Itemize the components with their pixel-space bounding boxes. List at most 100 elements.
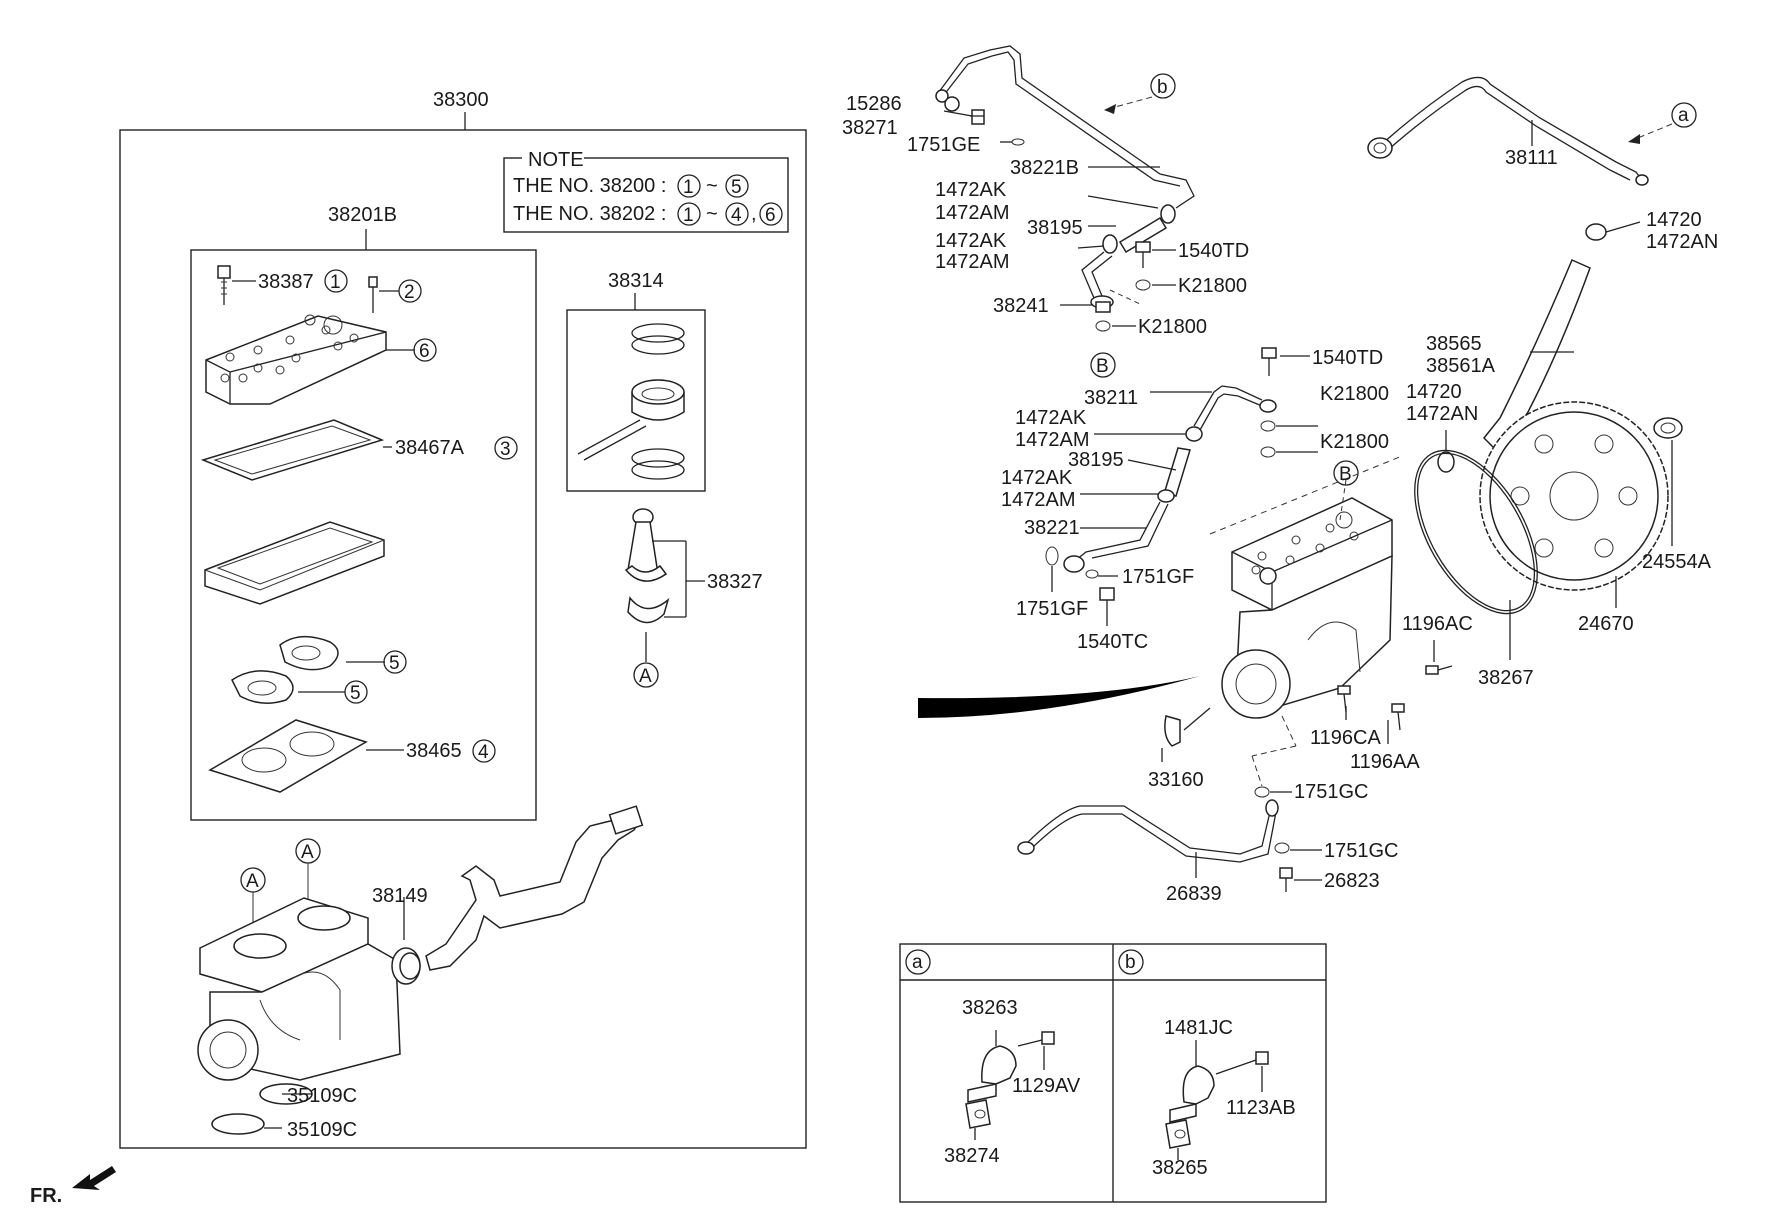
note-line1-b: 5 <box>731 177 742 198</box>
note-line2-prefix: THE NO. 38202 : <box>513 203 666 225</box>
label-38221: 38221 <box>1024 517 1080 539</box>
label-1751GE: 1751GE <box>907 134 980 156</box>
label-1472AN-2: 1472AN <box>1406 403 1478 425</box>
cap-24554A <box>1653 417 1683 546</box>
callout-6: 6 <box>419 341 430 362</box>
label-K21800-4: K21800 <box>1320 431 1389 453</box>
callout-3: 3 <box>500 439 511 460</box>
piston-kit-38314: 38314 <box>566 270 706 492</box>
label-1123AB: 1123AB <box>1226 1097 1296 1119</box>
label-1540TD-2: 1540TD <box>1312 347 1383 369</box>
note-line2-sep: ~ <box>706 203 718 225</box>
label-38565: 38565 <box>1426 333 1482 355</box>
label-1751GF-2: 1751GF <box>1016 598 1088 620</box>
note-line1-sep: ~ <box>706 175 718 197</box>
label-35109C-a: 35109C <box>287 1085 357 1107</box>
note-line2-c: 6 <box>765 205 776 226</box>
cylinder-head-kit-38201B: 38201B 38387 1 2 6 <box>190 204 537 821</box>
front-indicator: FR. <box>30 1166 116 1207</box>
gasket-38465 <box>208 719 404 793</box>
cylinder-head <box>205 314 415 405</box>
label-38327: 38327 <box>707 571 763 593</box>
label-1540TD-1: 1540TD <box>1178 240 1249 262</box>
label-38263: 38263 <box>962 997 1018 1019</box>
label-38314: 38314 <box>608 270 664 292</box>
pipe-26839 <box>1017 715 1322 892</box>
label-1751GF-1: 1751GF <box>1122 566 1194 588</box>
tube-38211 <box>1150 347 1318 458</box>
crankcase-assembly: A A <box>197 838 401 1135</box>
gasket-5-upper <box>279 636 385 671</box>
label-38211: 38211 <box>1084 387 1138 409</box>
note-line2-a: 1 <box>683 205 694 226</box>
bolt-38387 <box>217 265 256 305</box>
label-1481JC: 1481JC <box>1164 1017 1233 1039</box>
detail-panel: a b 38263 1129AV 38274 <box>899 943 1327 1203</box>
label-1196AC: 1196AC <box>1402 613 1473 635</box>
label-33160: 33160 <box>1148 769 1204 791</box>
note-box: NOTE THE NO. 38200 : 1 ~ 5 THE NO. 38202… <box>503 149 789 233</box>
label-1751GC-1: 1751GC <box>1294 781 1369 803</box>
clamp-1481JC <box>1165 1040 1269 1160</box>
oring-38267 <box>1414 449 1538 660</box>
label-15286: 15286 <box>846 93 902 115</box>
label-14720-1: 14720 <box>1646 209 1702 231</box>
ref-b-pointer <box>1103 73 1176 114</box>
seal-33160 <box>1161 707 1211 762</box>
note-line1-prefix: THE NO. 38200 : <box>513 175 666 197</box>
label-24670: 24670 <box>1578 613 1634 635</box>
note-title: NOTE <box>528 149 584 171</box>
label-1129AV: 1129AV <box>1012 1075 1081 1097</box>
label-1472AM-3: 1472AM <box>1015 429 1090 451</box>
gasket-5-lower <box>231 670 345 704</box>
note-line2-b: 4 <box>731 205 742 226</box>
gasket-38467A <box>200 419 392 605</box>
ref-b-small: b <box>1157 77 1168 98</box>
label-38149: 38149 <box>372 885 428 907</box>
tube-38221B <box>935 45 1195 209</box>
note-line1-a: 1 <box>683 177 694 198</box>
label-38274: 38274 <box>944 1145 1000 1167</box>
callout-4: 4 <box>478 742 489 763</box>
label-1196CA: 1196CA <box>1310 727 1381 749</box>
assembly-38300-frame <box>119 129 807 1149</box>
label-1472AK-1: 1472AK <box>935 179 1007 201</box>
label-38267: 38267 <box>1478 667 1534 689</box>
note-line2-comma: , <box>751 203 757 225</box>
label-38561A: 38561A <box>1426 355 1496 377</box>
label-K21800-1: K21800 <box>1178 275 1247 297</box>
assembly-arrow <box>918 676 1200 718</box>
ref-a-rod: A <box>639 666 652 687</box>
ref-a-crank2: A <box>301 842 314 863</box>
ref-b-upper: B <box>1096 356 1109 377</box>
label-K21800-2: K21800 <box>1138 316 1207 338</box>
ref-a-crank1: A <box>246 871 259 892</box>
label-38195-1: 38195 <box>1027 217 1083 239</box>
callout-5a: 5 <box>389 653 400 674</box>
label-1472AK-2: 1472AK <box>935 230 1007 252</box>
label-14720-2: 14720 <box>1406 381 1462 403</box>
bolts-1196 <box>1337 640 1453 744</box>
assembly-38300-group: 38300 <box>119 89 807 1149</box>
panel-a-tag: a <box>912 952 923 973</box>
bolt-1540TC <box>1099 587 1115 626</box>
label-38467A: 38467A <box>395 437 465 459</box>
gear-24670 <box>1479 401 1669 608</box>
callout-1: 1 <box>330 272 341 293</box>
label-1751GC-2: 1751GC <box>1324 840 1399 862</box>
hose-38195-lower <box>1045 426 1203 579</box>
label-38465: 38465 <box>406 740 462 762</box>
ref-a-small: a <box>1678 105 1689 126</box>
connecting-rod-38327 <box>624 508 705 662</box>
tube-38111 <box>1367 76 1649 186</box>
label-1472AM-4: 1472AM <box>1001 489 1076 511</box>
label-38201B: 38201B <box>328 204 397 226</box>
fr-label: FR. <box>30 1185 62 1207</box>
label-38221B: 38221B <box>1010 157 1079 179</box>
label-38111: 38111 <box>1505 147 1558 169</box>
label-35109C-b: 35109C <box>287 1119 357 1141</box>
crankshaft <box>391 805 644 985</box>
label-38300: 38300 <box>433 89 489 111</box>
